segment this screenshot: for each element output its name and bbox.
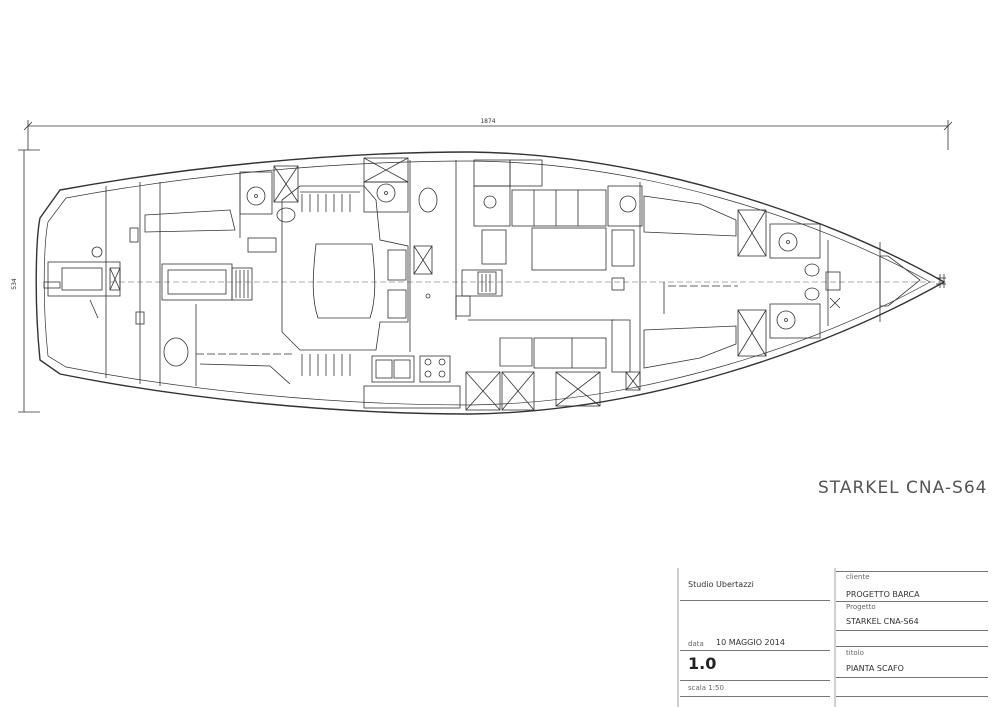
dinette <box>455 159 665 407</box>
title-block-frame <box>677 568 836 707</box>
project-label: Progetto <box>846 603 876 611</box>
forepeak <box>879 242 946 322</box>
aft-cabin <box>144 174 292 386</box>
midship-heads <box>363 157 457 352</box>
client-label: cliente <box>846 573 870 581</box>
aft-heads <box>239 165 299 253</box>
drawing-type-label: titolo <box>846 649 864 657</box>
title-block-rule <box>680 680 830 681</box>
hull-inner-outline <box>43 160 931 406</box>
forward-cabins <box>643 195 841 369</box>
title-block-rule <box>680 650 830 651</box>
beam-dimension <box>18 149 40 413</box>
hull-outline <box>35 151 946 415</box>
length-dimension <box>23 120 953 150</box>
version-number: 1.0 <box>688 654 717 673</box>
title-block-rule <box>836 677 988 678</box>
project-value: STARKEL CNA-S64 <box>846 617 919 626</box>
main-salon <box>281 185 409 376</box>
title-block-rule <box>680 600 830 601</box>
title-block-rule <box>836 571 988 572</box>
title-block-rule <box>836 696 988 697</box>
title-block-rule <box>836 646 988 647</box>
date-label: data <box>688 640 704 648</box>
drawing-type-value: PIANTA SCAFO <box>846 664 904 673</box>
stern-area <box>43 182 145 384</box>
length-dimension-label: 1874 <box>480 118 495 125</box>
title-block-rule <box>680 696 830 697</box>
studio-name: Studio Ubertazzi <box>688 580 754 589</box>
galley <box>363 355 535 411</box>
title-block-rule <box>836 630 988 631</box>
drawing-title: STARKEL CNA-S64 <box>818 478 988 498</box>
title-block-rule <box>836 601 988 602</box>
date-value: 10 MAGGIO 2014 <box>716 638 785 647</box>
beam-dimension-label: 534 <box>11 278 18 290</box>
client-value: PROGETTO BARCA <box>846 590 920 599</box>
scale-label: scala 1:50 <box>688 684 724 692</box>
